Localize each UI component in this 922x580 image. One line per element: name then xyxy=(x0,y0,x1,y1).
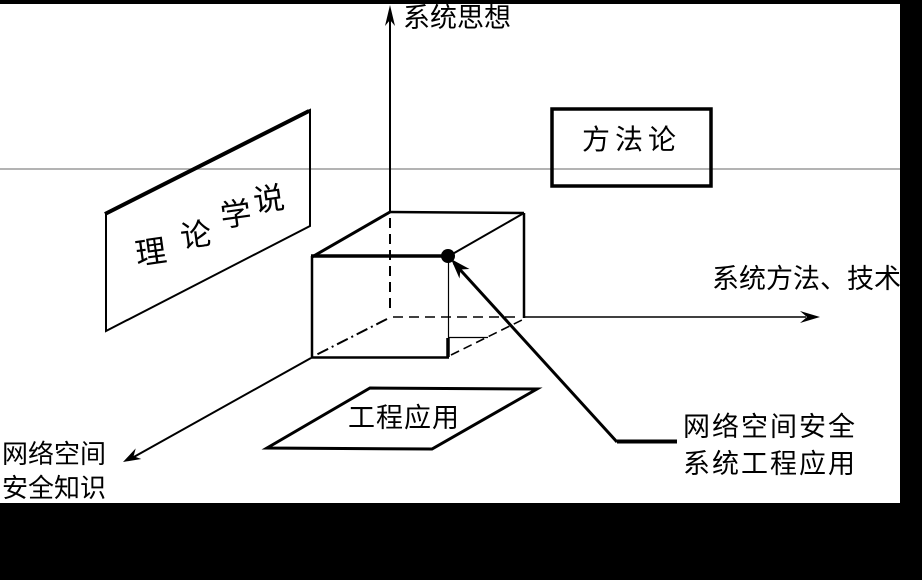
theory-plane xyxy=(104,108,311,333)
annotation-arrow xyxy=(451,259,677,444)
horizontal-axis-arrowhead xyxy=(800,311,820,323)
vertical-axis-label: 系统思想 xyxy=(403,3,511,33)
scan-bar-right xyxy=(900,0,922,580)
theory-plane-char-3: 学 xyxy=(218,194,254,234)
cube-top-right-edge xyxy=(448,212,525,257)
theory-plane-char-1: 理 xyxy=(133,232,169,272)
vertical-axis-arrowhead xyxy=(385,5,395,26)
diagonal-axis xyxy=(123,318,388,462)
engineering-plane xyxy=(261,386,543,451)
methodology-box-label: 方法论 xyxy=(581,125,681,156)
diagonal-axis-arrowhead xyxy=(123,448,142,462)
cube-top-back-edge xyxy=(388,210,525,215)
annotation-label-line2: 系统工程应用 xyxy=(683,449,857,479)
cube xyxy=(310,210,526,359)
annotation-label: 网络空间安全 系统工程应用 xyxy=(683,409,857,483)
annotation-label-line1: 网络空间安全 xyxy=(683,412,857,442)
theory-plane-char-2: 论 xyxy=(178,215,214,255)
methodology-box xyxy=(550,107,713,188)
diagonal-axis-label: 网络空间 安全知识 xyxy=(2,438,106,506)
horizontal-axis xyxy=(393,311,820,323)
vertical-axis xyxy=(385,5,395,314)
diagonal-axis-label-line2: 安全知识 xyxy=(2,474,107,503)
annotation-arrowhead xyxy=(451,259,470,279)
horizontal-axis-label: 系统方法、技术 xyxy=(712,264,901,294)
theory-plane-char-4: 说 xyxy=(251,179,287,219)
scan-bar-bottom xyxy=(0,503,922,580)
scan-bar-top xyxy=(0,0,922,4)
cube-top-left-edge xyxy=(311,210,391,259)
diagonal-axis-label-line1: 网络空间 xyxy=(2,440,107,469)
engineering-plane-label: 工程应用 xyxy=(348,403,460,433)
